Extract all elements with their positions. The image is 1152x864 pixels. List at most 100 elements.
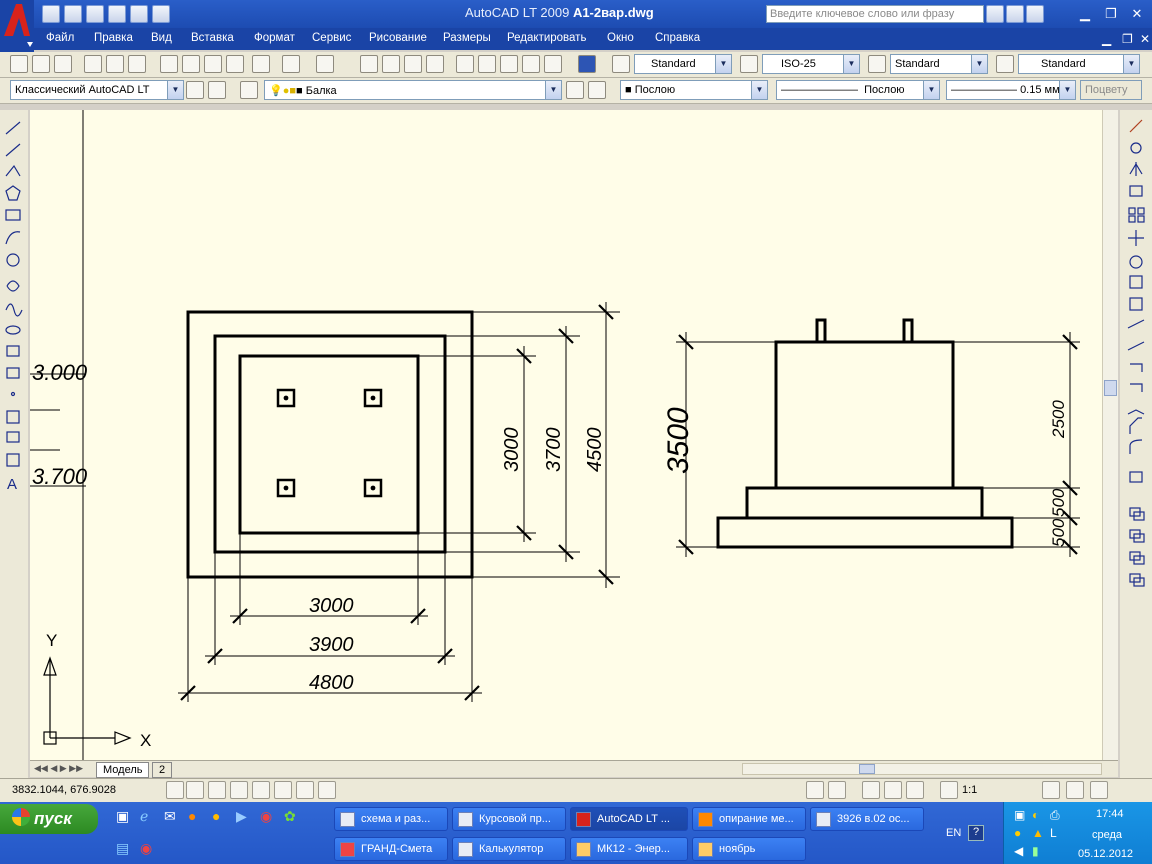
show-desktop-icon[interactable]: ▣ <box>116 808 130 824</box>
task-calculator[interactable]: Калькулятор <box>452 837 566 861</box>
snap-mode-icon[interactable] <box>166 781 184 799</box>
model-space-icon[interactable] <box>806 781 824 799</box>
ie-icon[interactable]: ℯ <box>140 808 149 824</box>
table-style-select[interactable]: Standard▼ <box>890 54 988 74</box>
task-firefox[interactable]: опирание ме... <box>692 807 806 831</box>
tab-nav-arrows-icon[interactable]: ◀◀ ◀ ▶ ▶▶ <box>34 763 84 773</box>
outlook-icon[interactable]: ✉ <box>164 808 176 824</box>
menu-file[interactable]: Файл <box>46 32 75 44</box>
undo-icon[interactable] <box>282 55 300 73</box>
minimize-icon[interactable]: ▁ <box>1080 6 1090 21</box>
search-icon[interactable] <box>986 5 1004 23</box>
qnew-icon[interactable] <box>10 55 28 73</box>
task-schema[interactable]: схема и раз... <box>334 807 448 831</box>
tab-model[interactable]: Модель <box>96 762 150 778</box>
media-player-icon[interactable]: ▶ <box>236 808 247 824</box>
copy-icon[interactable] <box>182 55 200 73</box>
clock-time[interactable]: 17:44 <box>1096 808 1124 820</box>
menu-help[interactable]: Справка <box>655 32 701 44</box>
annotation-scale-value[interactable]: 1:1 <box>962 784 978 796</box>
menu-modify[interactable]: Редактировать <box>507 32 587 44</box>
close-icon[interactable]: ✕ <box>1131 6 1143 21</box>
open-icon[interactable] <box>32 55 50 73</box>
cut-icon[interactable] <box>160 55 178 73</box>
zoom-icon[interactable] <box>884 781 902 799</box>
tray-app-icon-4[interactable]: ▮ <box>1032 844 1039 858</box>
doc-close-icon[interactable]: ✕ <box>1140 32 1151 46</box>
new-icon[interactable] <box>42 5 60 23</box>
layer-select[interactable]: 💡●■■ Балка▼ <box>264 80 562 100</box>
plotstyle-select[interactable]: Поцвету <box>1080 80 1142 100</box>
language-indicator[interactable]: EN <box>946 827 962 839</box>
workspace-switch-icon[interactable] <box>1042 781 1060 799</box>
polar-tracking-icon[interactable] <box>230 781 248 799</box>
markup-icon[interactable] <box>544 55 562 73</box>
task-mk12[interactable]: МК12 - Энер... <box>570 837 688 861</box>
tray-app-icon-3[interactable]: L <box>1050 826 1057 840</box>
vertical-scrollbar[interactable] <box>1102 110 1118 760</box>
ortho-mode-icon[interactable] <box>208 781 226 799</box>
lock-icon[interactable] <box>1066 781 1084 799</box>
workspace-save-icon[interactable] <box>208 81 226 99</box>
pan-icon[interactable] <box>862 781 880 799</box>
steering-wheel-icon[interactable] <box>906 781 924 799</box>
properties-icon[interactable] <box>456 55 474 73</box>
app-icon[interactable]: ● <box>212 808 221 824</box>
linetype-select[interactable]: ——————— Послою▼ <box>776 80 940 100</box>
color-select[interactable]: ■ Послою▼ <box>620 80 768 100</box>
tool-palettes-icon[interactable] <box>500 55 518 73</box>
table-style-icon[interactable] <box>868 55 886 73</box>
app-logo-button[interactable] <box>0 0 34 52</box>
clean-screen-icon[interactable] <box>1090 781 1108 799</box>
favorites-star-icon[interactable] <box>1026 5 1044 23</box>
task-noyabr[interactable]: ноябрь <box>692 837 806 861</box>
print-icon[interactable] <box>108 5 126 23</box>
search-input[interactable]: Введите ключевое слово или фразу <box>766 5 984 23</box>
object-snap-icon[interactable] <box>252 781 270 799</box>
zoom-previous-icon[interactable] <box>426 55 444 73</box>
task-grand-smeta[interactable]: ГРАНД-Смета <box>334 837 448 861</box>
menu-view[interactable]: Вид <box>151 32 172 44</box>
block-editor-icon[interactable] <box>252 55 270 73</box>
h-scroll-thumb[interactable] <box>859 764 875 774</box>
plot-preview-icon[interactable] <box>106 55 124 73</box>
layout-icon[interactable] <box>828 781 846 799</box>
otrack-icon[interactable] <box>274 781 292 799</box>
network-icon[interactable]: ▣ <box>1014 808 1026 822</box>
pan-icon[interactable] <box>360 55 378 73</box>
zoom-window-icon[interactable] <box>404 55 422 73</box>
sheet-set-icon[interactable] <box>522 55 540 73</box>
save-icon[interactable] <box>86 5 104 23</box>
menu-window[interactable]: Окно <box>607 32 634 44</box>
layer-properties-icon[interactable] <box>240 81 258 99</box>
menu-tools[interactable]: Сервис <box>312 32 352 44</box>
printer-icon[interactable]: ⎙ <box>1050 808 1060 822</box>
task-doc-3926[interactable]: 3926 в.02 ос... <box>810 807 924 831</box>
doc-minimize-icon[interactable]: ▁ <box>1102 32 1112 46</box>
icq-icon[interactable]: ✿ <box>284 808 296 824</box>
chrome-icon[interactable]: ◉ <box>260 808 273 824</box>
dynamic-ucs-icon[interactable] <box>296 781 314 799</box>
lock-icon[interactable]: ▲ <box>1032 826 1044 840</box>
workspace-select[interactable]: Классический AutoCAD LT▼ <box>10 80 184 100</box>
drawing-canvas[interactable]: 3.000 3.700 3000 3700 4500 3000 3900 480… <box>30 110 1117 760</box>
make-object-layer-current-icon[interactable] <box>566 81 584 99</box>
annotation-scale-icon[interactable] <box>940 781 958 799</box>
text-style-icon[interactable] <box>612 55 630 73</box>
menu-draw[interactable]: Рисование <box>369 32 427 44</box>
app-icon-3[interactable]: ◉ <box>140 840 153 856</box>
help-icon[interactable]: ? <box>968 825 984 841</box>
undo-icon[interactable] <box>130 5 148 23</box>
tray-app-icon-2[interactable]: ● <box>1014 826 1022 840</box>
scroll-thumb[interactable] <box>1104 380 1117 396</box>
tray-app-icon[interactable]: ◐ <box>1032 808 1040 822</box>
menu-edit[interactable]: Правка <box>94 32 133 44</box>
dim-style-icon[interactable] <box>740 55 758 73</box>
workspace-settings-icon[interactable] <box>186 81 204 99</box>
layer-previous-icon[interactable] <box>588 81 606 99</box>
paste-icon[interactable] <box>204 55 222 73</box>
dim-style-select[interactable]: ISO-25▼ <box>762 54 860 74</box>
dynamic-input-icon[interactable] <box>318 781 336 799</box>
help-icon[interactable] <box>578 55 596 73</box>
menu-dimension[interactable]: Размеры <box>443 32 491 44</box>
